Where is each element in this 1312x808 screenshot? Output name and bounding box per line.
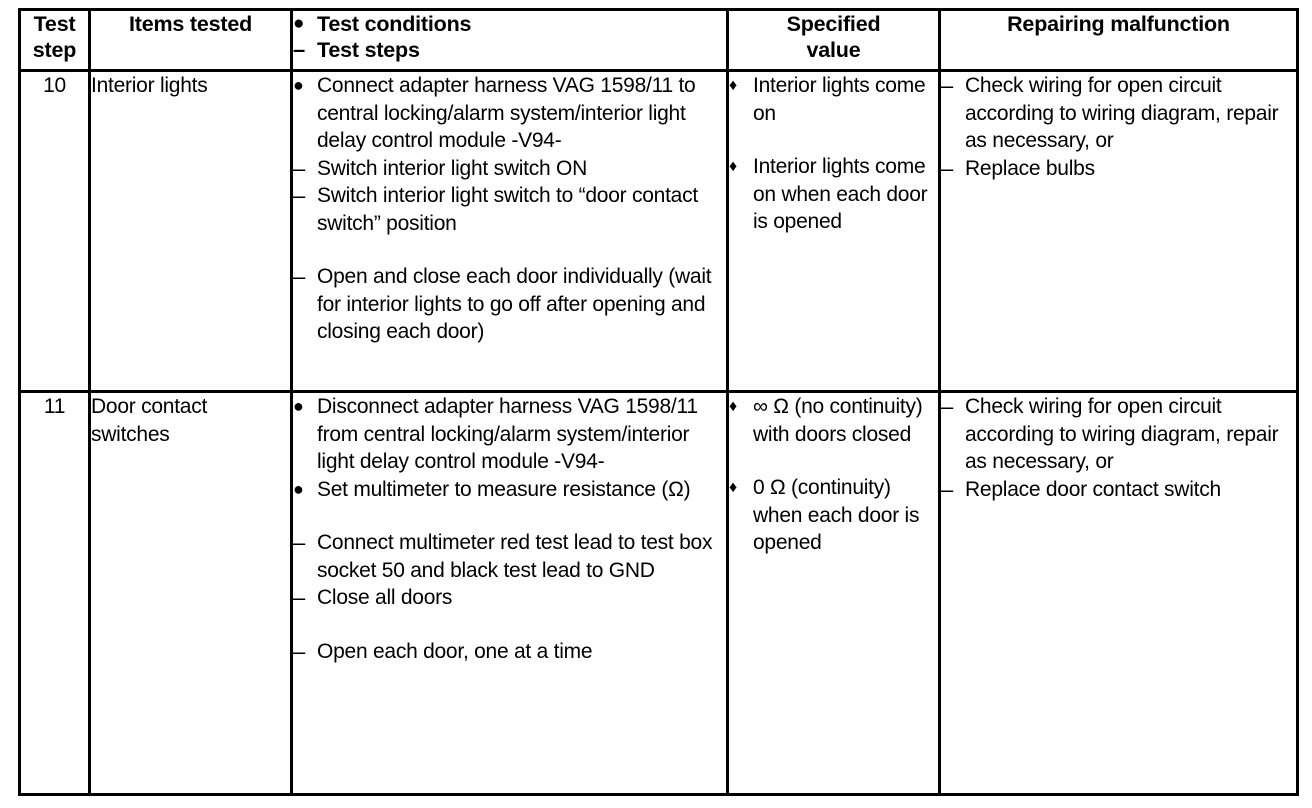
- specified-value-list: ♦ ∞ Ω (no continuity) with doors closed ♦ 0…: [729, 393, 938, 557]
- test-procedure-table: Test step Items tested ● Test conditions…: [18, 8, 1299, 796]
- test-conditions-list: ● Disconnect adapter harness VAG 1598/11 …: [293, 393, 726, 665]
- bullet-diamond-icon: ♦: [729, 158, 737, 175]
- cell-test-step: 11: [18, 390, 91, 796]
- list-item-text: Close all doors: [317, 586, 453, 609]
- list-item: –Switch interior light switch to “door c…: [293, 182, 726, 237]
- column-header-test-conditions: ● Test conditions – Test steps: [290, 8, 729, 72]
- bullet-diamond-icon: ♦: [729, 77, 737, 94]
- column-header-specified-value: Specified value: [726, 8, 941, 72]
- list-item: –Connect multimeter red test lead to tes…: [293, 529, 726, 584]
- cell-items-tested: Interior lights: [88, 69, 293, 393]
- repairing-malfunction-list: –Check wiring for open circuit according…: [941, 393, 1296, 503]
- bullet-dash-icon: –: [293, 585, 305, 610]
- cell-test-conditions: ● Connect adapter harness VAG 1598/11 to …: [290, 69, 729, 393]
- column-header-repairing-malfunction: Repairing malfunction: [938, 8, 1299, 72]
- bullet-dash-icon: –: [941, 476, 953, 502]
- table-header: Test step Items tested ● Test conditions…: [18, 8, 1299, 72]
- list-item-text: Connect adapter harness VAG 1598/11 to c…: [317, 74, 696, 152]
- specified-value-header-line-1: Specified: [786, 12, 881, 36]
- bullet-dash-icon: –: [293, 183, 305, 208]
- test-step-header-line-1: Test: [33, 12, 76, 36]
- bullet-dash-icon: –: [941, 394, 953, 419]
- bullet-diamond-icon: ♦: [729, 398, 737, 415]
- test-conditions-list: ● Connect adapter harness VAG 1598/11 to …: [293, 72, 726, 346]
- list-item: –Check wiring for open circuit according…: [941, 72, 1296, 155]
- bullet-dash-icon: –: [293, 37, 306, 62]
- table-row: 11 Door contact switches ● Disconnect ada…: [18, 390, 1299, 796]
- list-item: –Open each door, one at a time: [293, 638, 726, 666]
- test-conditions-header-label: Test conditions: [317, 12, 472, 36]
- repairing-malfunction-list: –Check wiring for open circuit according…: [941, 72, 1296, 182]
- list-item-text: Disconnect adapter harness VAG 1598/11 f…: [317, 395, 698, 473]
- list-item-text: Switch interior light switch to “door co…: [317, 184, 698, 235]
- list-item-text: Interior lights come on: [753, 74, 926, 125]
- bullet-dash-icon: –: [293, 155, 305, 181]
- test-step-header-line-2: step: [32, 38, 77, 62]
- list-item-text: Switch interior light switch ON: [317, 156, 587, 180]
- bullet-dot-icon: ●: [293, 13, 305, 34]
- list-item-text: Connect multimeter red test lead to test…: [317, 531, 713, 582]
- bullet-dash-icon: –: [293, 530, 305, 555]
- list-item-text: Open each door, one at a time: [317, 639, 593, 663]
- specified-value-list: ♦ Interior lights come on ♦ Interior lights…: [729, 72, 938, 236]
- list-item-text: Replace door contact switch: [965, 477, 1221, 501]
- list-item: –Open and close each door individually (…: [293, 263, 726, 346]
- list-item: ♦ Interior lights come on: [729, 72, 938, 127]
- list-item: ● Disconnect adapter harness VAG 1598/11 …: [293, 393, 726, 476]
- bullet-diamond-icon: ♦: [729, 479, 737, 496]
- list-item: –Switch interior light switch ON: [293, 155, 726, 183]
- specified-value-header-line-2: value: [806, 38, 861, 62]
- list-item: ♦ ∞ Ω (no continuity) with doors closed: [729, 393, 938, 448]
- list-item: ♦ 0 Ω (continuity) when each door is open…: [729, 474, 938, 557]
- cell-repairing-malfunction: –Check wiring for open circuit according…: [938, 69, 1299, 393]
- bullet-dot-icon: ●: [293, 478, 304, 499]
- repairing-malfunction-header-label: Repairing malfunction: [1007, 12, 1230, 36]
- table-body: 10 Interior lights ● Connect adapter harn…: [18, 69, 1299, 796]
- list-item-text: Check wiring for open circuit according …: [965, 395, 1279, 473]
- list-item: ● Set multimeter to measure resistance (Ω…: [293, 476, 726, 504]
- list-item-text: Open and close each door individually (w…: [317, 265, 712, 343]
- bullet-dash-icon: –: [293, 638, 305, 664]
- cell-test-step: 10: [18, 69, 91, 393]
- bullet-dash-icon: –: [941, 73, 953, 98]
- list-item-text: Interior lights come on when each door i…: [753, 155, 928, 233]
- bullet-dot-icon: ●: [293, 75, 304, 95]
- header-line-test-conditions: ● Test conditions: [293, 11, 726, 37]
- list-item-text: ∞ Ω (no continuity) with doors closed: [753, 395, 923, 446]
- table-row: 10 Interior lights ● Connect adapter harn…: [18, 69, 1299, 393]
- cell-test-conditions: ● Disconnect adapter harness VAG 1598/11 …: [290, 390, 729, 796]
- bullet-dash-icon: –: [293, 264, 305, 289]
- list-item: ♦ Interior lights come on when each door …: [729, 153, 938, 236]
- list-item: –Replace door contact switch: [941, 476, 1296, 504]
- list-item-text: Check wiring for open circuit according …: [965, 74, 1279, 152]
- bullet-dot-icon: ●: [293, 396, 304, 416]
- list-item-text: Replace bulbs: [965, 156, 1095, 180]
- test-steps-header-label: Test steps: [317, 38, 420, 62]
- cell-repairing-malfunction: –Check wiring for open circuit according…: [938, 390, 1299, 796]
- bullet-dash-icon: –: [941, 155, 953, 181]
- list-item-text: Set multimeter to measure resistance (Ω): [317, 477, 691, 501]
- column-header-items-tested: Items tested: [88, 8, 293, 72]
- cell-specified-value: ♦ ∞ Ω (no continuity) with doors closed ♦ 0…: [726, 390, 941, 796]
- list-item: ● Connect adapter harness VAG 1598/11 to …: [293, 72, 726, 155]
- header-line-test-steps: – Test steps: [293, 37, 726, 63]
- cell-specified-value: ♦ Interior lights come on ♦ Interior lights…: [726, 69, 941, 393]
- list-item: –Check wiring for open circuit according…: [941, 393, 1296, 476]
- list-item: –Close all doors: [293, 584, 726, 612]
- list-item-text: 0 Ω (continuity) when each door is opene…: [753, 476, 920, 554]
- list-item: –Replace bulbs: [941, 155, 1296, 183]
- cell-items-tested: Door contact switches: [88, 390, 293, 796]
- column-header-test-step: Test step: [18, 8, 91, 72]
- items-tested-header-label: Items tested: [128, 12, 253, 36]
- header-row: Test step Items tested ● Test conditions…: [18, 8, 1299, 72]
